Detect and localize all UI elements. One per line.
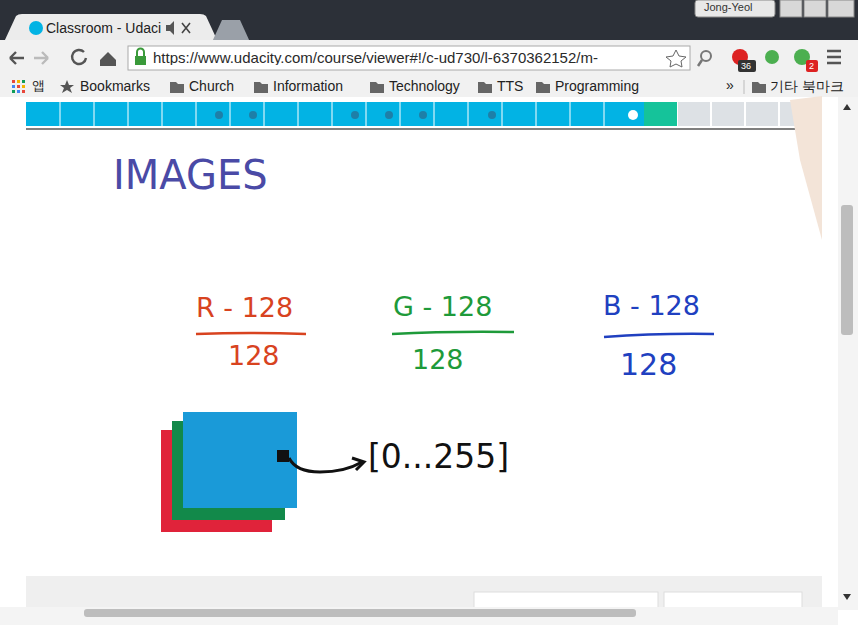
channel-denominator: 128: [228, 342, 280, 369]
value-range: [0...255]: [368, 440, 509, 473]
bookmark-item: Information: [273, 79, 343, 93]
channel-numerator: G - 128: [393, 293, 492, 320]
channel-numerator: B - 128: [603, 292, 700, 319]
bookmark-item: Church: [189, 79, 234, 93]
bookmark-item: Bookmarks: [80, 79, 150, 93]
badge-count: 36: [741, 62, 751, 71]
bookmark-item: Programming: [555, 79, 639, 93]
bookmark-item: 기타 북마크: [770, 79, 844, 93]
user-name: Jong-Yeol: [704, 2, 753, 13]
badge-count: 2: [809, 62, 814, 71]
diagram-title: IMAGES: [113, 155, 268, 195]
bookmark-item: TTS: [497, 79, 523, 93]
bookmark-item: Technology: [389, 79, 460, 93]
channel-denominator: 128: [412, 346, 464, 373]
bookmark-item: 앱: [32, 79, 45, 92]
channel-denominator: 128: [620, 350, 677, 380]
bookmark-overflow: »: [726, 78, 734, 92]
channel-numerator: R - 128: [196, 294, 293, 321]
tab-title: Classroom - Udaci: [46, 21, 161, 35]
url-text: https://www.udacity.com/course/viewer#!/…: [153, 50, 598, 65]
